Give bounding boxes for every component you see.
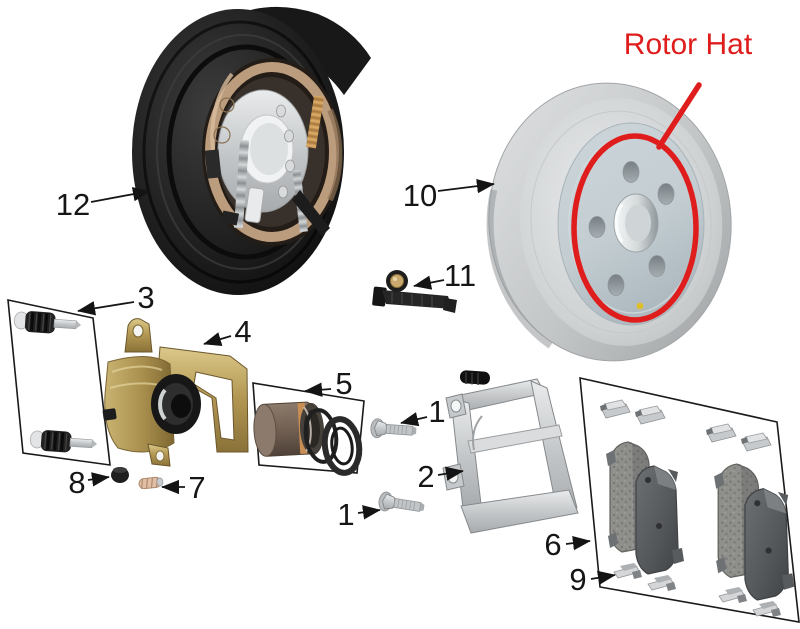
callout-arrow-1-bottom (357, 505, 381, 520)
callout-label-10: 10 (402, 178, 438, 213)
callout-arrow-11 (413, 275, 445, 290)
backing-plate-assembly (132, 6, 371, 295)
abutment-clip-3 (705, 423, 737, 443)
callout-label-2: 2 (417, 459, 435, 494)
callout-label-3: 3 (137, 280, 155, 315)
bleeder-screw (138, 476, 164, 490)
retaining-clip-2 (647, 574, 677, 592)
retaining-clip-4 (752, 600, 782, 618)
piston-boot-ring (321, 416, 363, 476)
caliper-bracket (442, 370, 579, 534)
piston-seal-ring (303, 408, 339, 464)
callout-label-9: 9 (569, 562, 587, 597)
rotor-hat-label: Rotor Hat (623, 28, 753, 61)
callout-arrow-3 (77, 301, 135, 316)
callout-label-4: 4 (234, 314, 252, 349)
abs-sensor (372, 270, 457, 313)
callout-arrow-9 (590, 570, 616, 585)
callout-arrow-4 (203, 332, 232, 347)
retaining-clip-1 (613, 562, 643, 580)
bracket-guide-pin (459, 370, 490, 385)
callout-label-11: 11 (443, 258, 477, 293)
callout-label-12: 12 (55, 187, 91, 222)
callout-label-6: 6 (544, 527, 562, 562)
callout-label-7: 7 (188, 470, 206, 505)
callout-arrow-10 (437, 178, 495, 194)
brake-pad-pair-right (713, 463, 796, 601)
callout-label-1-top: 1 (428, 394, 446, 429)
callout-arrow-8 (87, 472, 110, 487)
callout-arrow-12 (90, 187, 151, 203)
brake-rotor (486, 82, 732, 362)
callout-arrow-2 (437, 466, 464, 481)
paint-mark (636, 302, 644, 310)
slide-pin-kit-box (7, 298, 111, 466)
callout-label-5: 5 (335, 366, 353, 401)
bleeder-cap (111, 467, 129, 483)
abutment-clip-2 (634, 405, 666, 425)
callout-label-1-bottom: 1 (337, 497, 355, 532)
abutment-clip-1 (599, 399, 631, 419)
callout-arrow-5 (304, 382, 332, 397)
rotor-hat-red-line (656, 82, 702, 150)
callout-label-8: 8 (68, 465, 86, 500)
brake-caliper (102, 318, 249, 467)
callout-arrow-1-top (400, 412, 428, 427)
rotor-hat-red-circle (571, 133, 699, 323)
brake-pad-kit-box (579, 376, 800, 623)
abutment-clip-4 (740, 432, 772, 452)
retaining-clip-3 (718, 586, 748, 604)
slide-pin-bottom (28, 427, 100, 457)
rotor-lug-holes (588, 161, 675, 296)
callout-arrow-6 (565, 535, 591, 551)
brake-pad-pair-left (605, 441, 685, 575)
callout-arrows (77, 178, 616, 585)
